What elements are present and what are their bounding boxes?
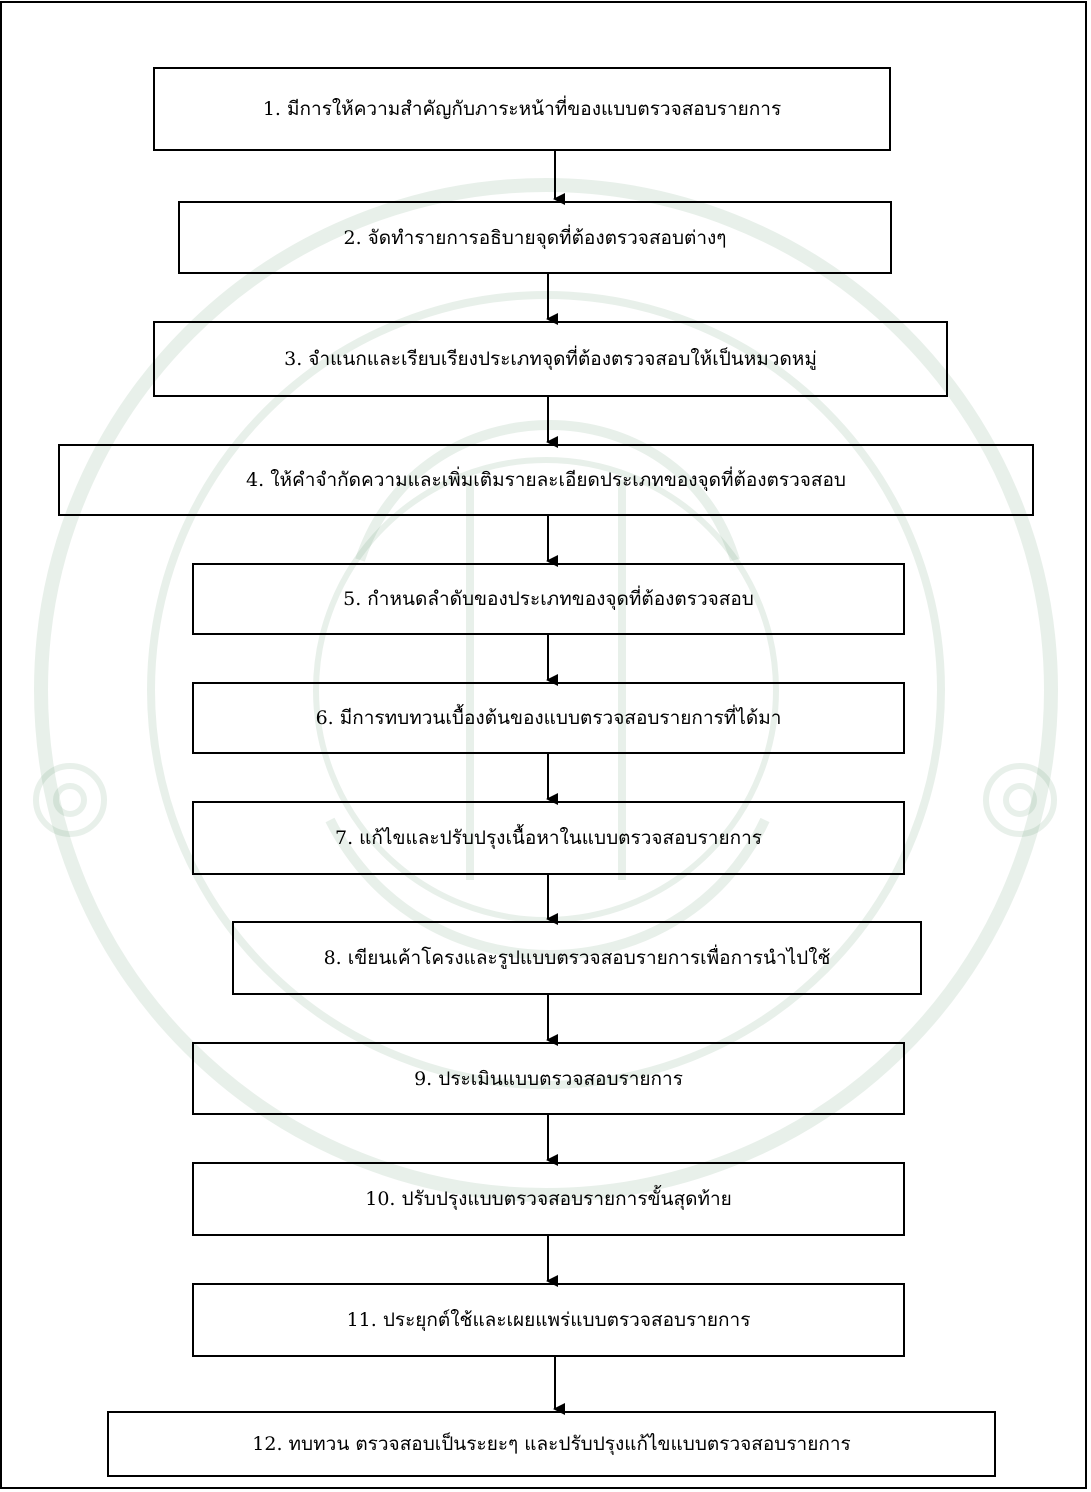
flowchart-step-11: 11. ประยุกต์ใช้และเผยแพร่แบบตรวจสอบรายกา… bbox=[192, 1283, 905, 1357]
flowchart-step-5: 5. กำหนดลำดับของประเภทของจุดที่ต้องตรวจส… bbox=[192, 563, 905, 635]
flowchart-step-8: 8. เขียนเค้าโครงและรูปแบบตรวจสอบรายการเพ… bbox=[232, 921, 922, 995]
flowchart-step-9: 9. ประเมินแบบตรวจสอบรายการ bbox=[192, 1042, 905, 1115]
flowchart-step-2: 2. จัดทำรายการอธิบายจุดที่ต้องตรวจสอบต่า… bbox=[178, 201, 892, 274]
flowchart-step-10: 10. ปรับปรุงแบบตรวจสอบรายการขั้นสุดท้าย bbox=[192, 1162, 905, 1236]
flowchart-step-7: 7. แก้ไขและปรับปรุงเนื้อหาในแบบตรวจสอบรา… bbox=[192, 801, 905, 875]
flowchart-step-4: 4. ให้คำจำกัดความและเพิ่มเติมรายละเอียดป… bbox=[58, 444, 1034, 516]
flowchart-step-3: 3. จำแนกและเรียบเรียงประเภทจุดที่ต้องตรว… bbox=[153, 321, 948, 397]
flowchart-step-12: 12. ทบทวน ตรวจสอบเป็นระยะๆ และปรับปรุงแก… bbox=[107, 1411, 996, 1477]
flowchart-step-6: 6. มีการทบทวนเบื้องต้นของแบบตรวจสอบรายกา… bbox=[192, 682, 905, 754]
flowchart-step-1: 1. มีการให้ความสำคัญกับภาระหน้าที่ของแบบ… bbox=[153, 67, 891, 151]
